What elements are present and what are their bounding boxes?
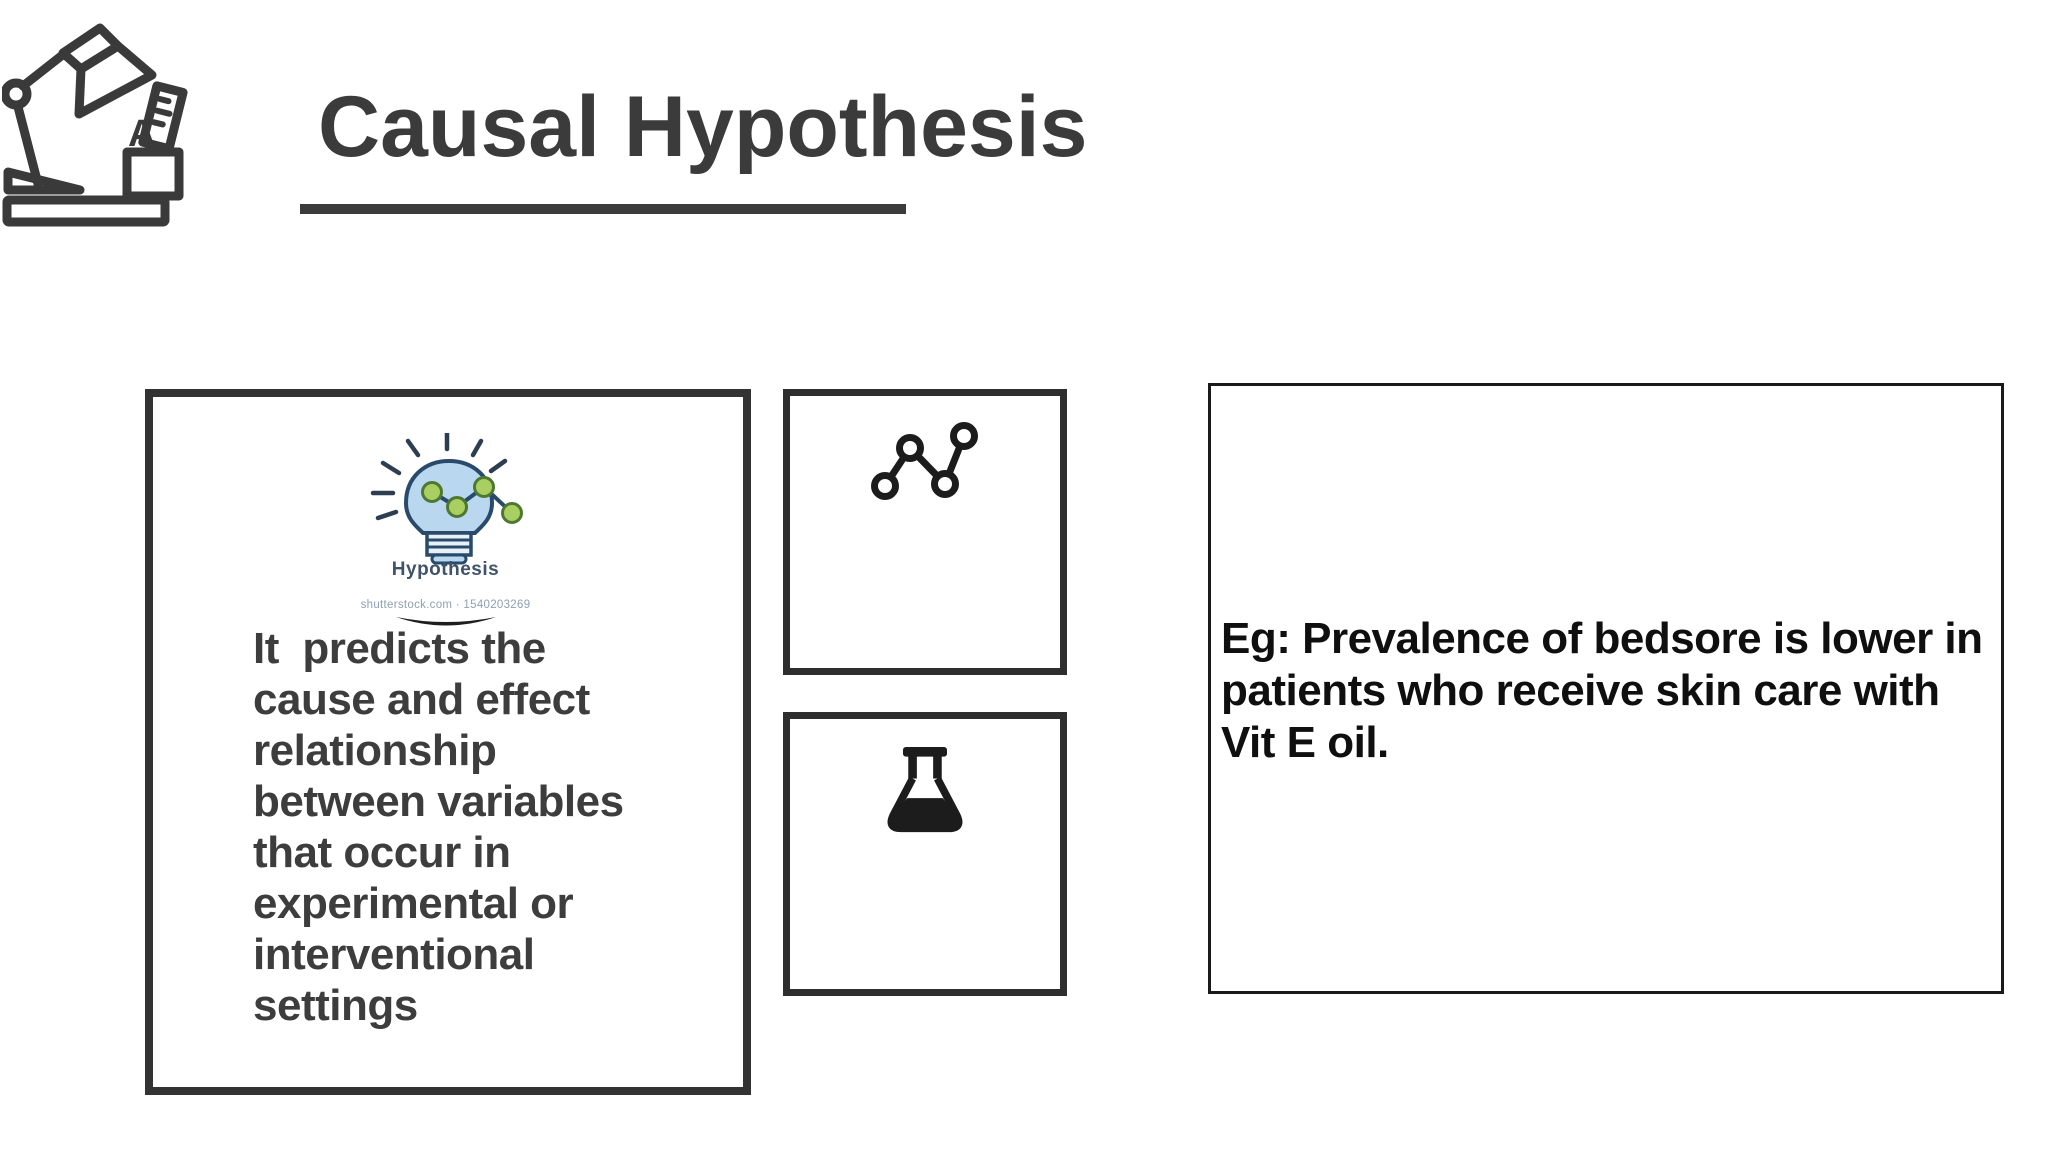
shutterstock-watermark: shutterstock.com · 1540203269 — [360, 599, 531, 611]
example-card: Eg: Prevalence of bedsore is lower in pa… — [1208, 383, 2004, 994]
lamp-arm — [18, 48, 70, 91]
network-nodes — [421, 476, 523, 524]
node-graph-icon — [871, 422, 978, 500]
flask-card — [783, 712, 1067, 996]
bulb-cap — [430, 553, 468, 565]
node-graph-card — [783, 389, 1067, 675]
hypothesis-image-label: Hypothesis — [391, 559, 500, 580]
page-title: Causal Hypothesis — [318, 79, 1088, 175]
watermark-arc — [396, 617, 496, 626]
title-underline — [300, 204, 906, 214]
hypothesis-stock-image: Hypothesis shutterstock.com · 1540203269 — [353, 433, 538, 638]
pencil-letter: A — [128, 113, 155, 155]
lamp-base — [2, 195, 170, 227]
example-text: Eg: Prevalence of bedsore is lower in pa… — [1221, 614, 1983, 767]
lamp-stem — [12, 98, 43, 189]
bulb-threads — [425, 531, 473, 557]
definition-text: It predicts the cause and effect relatio… — [253, 624, 624, 1030]
bulb-rays — [370, 433, 508, 521]
desk-lamp-icon: A — [2, 23, 188, 227]
bulb-globe — [403, 458, 495, 535]
ruler-icon — [138, 81, 188, 154]
flask-icon — [887, 747, 963, 833]
lightbulb-network-icon — [370, 433, 523, 565]
definition-card: Hypothesis shutterstock.com · 1540203269… — [145, 389, 751, 1095]
pencil-cup — [122, 147, 184, 201]
lamp-foot — [3, 167, 85, 195]
lamp-shade — [74, 41, 157, 119]
